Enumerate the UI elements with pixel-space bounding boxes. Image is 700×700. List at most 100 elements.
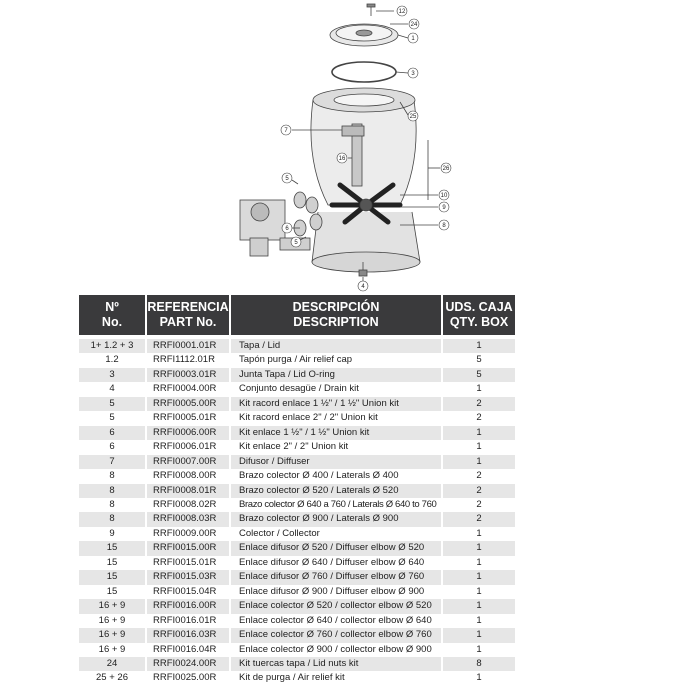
part-number-cell: 15 bbox=[79, 584, 145, 600]
header-part-no-es: REFERENCIA bbox=[147, 300, 229, 314]
description-cell: Tapón purga / Air relief cap bbox=[231, 353, 441, 368]
part-number-cell: 6 bbox=[79, 440, 145, 455]
part-number-cell: 7 bbox=[79, 454, 145, 470]
part-number-cell: 3 bbox=[79, 367, 145, 383]
quantity-cell: 2 bbox=[443, 497, 515, 513]
reference-cell: RRFI1112.01R bbox=[147, 353, 229, 368]
description-cell: Kit racord enlace 2" / 2" Union kit bbox=[231, 411, 441, 426]
quantity-cell: 1 bbox=[443, 526, 515, 542]
reference-cell: RRFI0005.00R bbox=[147, 396, 229, 412]
reference-cell: RRFI0003.01R bbox=[147, 367, 229, 383]
callout-label: 24 bbox=[411, 22, 418, 28]
description-cell: Brazo colector Ø 520 / Laterals Ø 520 bbox=[231, 483, 441, 498]
header-part-no: REFERENCIA PART No. bbox=[147, 295, 229, 335]
header-description-es: DESCRIPCIÓN bbox=[292, 300, 380, 314]
quantity-cell: 1 bbox=[443, 541, 515, 556]
part-number-cell: 16 + 9 bbox=[79, 613, 145, 629]
quantity-cell: 1 bbox=[443, 628, 515, 643]
description-cell: Enlace difusor Ø 900 / Diffuser elbow Ø … bbox=[231, 584, 441, 600]
part-number-cell: 1+ 1.2 + 3 bbox=[79, 339, 145, 354]
reference-cell: RRFI0016.04R bbox=[147, 642, 229, 657]
quantity-cell: 2 bbox=[443, 483, 515, 498]
callout-label: 6 bbox=[285, 226, 289, 232]
header-no-es: Nº bbox=[105, 300, 119, 314]
reference-cell: RRFI0008.03R bbox=[147, 512, 229, 527]
reference-cell: RRFI0008.00R bbox=[147, 469, 229, 484]
quantity-cell: 1 bbox=[443, 425, 515, 441]
quantity-cell: 2 bbox=[443, 512, 515, 527]
part-number-cell: 16 + 9 bbox=[79, 642, 145, 657]
quantity-cell: 2 bbox=[443, 411, 515, 426]
quantity-cell: 1 bbox=[443, 454, 515, 470]
header-qty-box: UDS. CAJA QTY. BOX bbox=[443, 295, 515, 335]
callout-label: 3 bbox=[411, 71, 415, 77]
part-number-cell: 15 bbox=[79, 555, 145, 571]
description-cell: Enlace difusor Ø 640 / Diffuser elbow Ø … bbox=[231, 555, 441, 571]
callout-label: 4 bbox=[361, 284, 365, 290]
reference-cell: RRFI0005.01R bbox=[147, 411, 229, 426]
reference-cell: RRFI0004.00R bbox=[147, 382, 229, 397]
description-cell: Enlace colector Ø 760 / collector elbow … bbox=[231, 628, 441, 643]
header-no: Nº No. bbox=[79, 295, 145, 335]
callout-label: 7 bbox=[284, 128, 288, 134]
callout-label: 25 bbox=[410, 114, 417, 120]
reference-cell: RRFI0025.00R bbox=[147, 671, 229, 686]
reference-cell: RRFI0006.00R bbox=[147, 425, 229, 441]
description-cell: Colector / Collector bbox=[231, 526, 441, 542]
header-qty-box-en: QTY. BOX bbox=[449, 315, 509, 329]
quantity-cell: 1 bbox=[443, 339, 515, 354]
description-cell: Junta Tapa / Lid O-ring bbox=[231, 367, 441, 383]
exploded-filter-diagram: 12 24 1 3 25 7 16 26 10 9 8 5 6 5 4 bbox=[239, 3, 452, 292]
description-cell: Enlace difusor Ø 520 / Diffuser elbow Ø … bbox=[231, 541, 441, 556]
reference-cell: RRFI0008.01R bbox=[147, 483, 229, 498]
part-number-cell: 15 bbox=[79, 541, 145, 556]
reference-cell: RRFI0015.00R bbox=[147, 541, 229, 556]
header-part-no-en: PART No. bbox=[159, 315, 217, 329]
part-number-cell: 15 bbox=[79, 570, 145, 585]
quantity-cell: 1 bbox=[443, 613, 515, 629]
quantity-cell: 2 bbox=[443, 396, 515, 412]
part-number-cell: 16 + 9 bbox=[79, 628, 145, 643]
quantity-cell: 2 bbox=[443, 469, 515, 484]
description-cell: Enlace colector Ø 900 / collector elbow … bbox=[231, 642, 441, 657]
header-description-en: DESCRIPTION bbox=[293, 315, 379, 329]
description-cell: Difusor / Diffuser bbox=[231, 454, 441, 470]
description-cell: Brazo colector Ø 640 a 760 / Laterals Ø … bbox=[231, 497, 441, 513]
callout-label: 26 bbox=[443, 166, 450, 172]
quantity-cell: 1 bbox=[443, 599, 515, 614]
description-cell: Kit tuercas tapa / Lid nuts kit bbox=[231, 656, 441, 672]
reference-cell: RRFI0008.02R bbox=[147, 497, 229, 513]
description-cell: Kit enlace 2" / 2" Union kit bbox=[231, 440, 441, 455]
table-header-row: Nº No. REFERENCIA PART No. DESCRIPCIÓN D… bbox=[79, 295, 515, 335]
callout-label: 9 bbox=[442, 205, 446, 211]
reference-cell: RRFI0001.01R bbox=[147, 339, 229, 354]
callout-label: 16 bbox=[339, 156, 346, 162]
parts-table: Nº No. REFERENCIA PART No. DESCRIPCIÓN D… bbox=[77, 295, 517, 686]
part-number-cell: 25 + 26 bbox=[79, 671, 145, 686]
part-number-cell: 8 bbox=[79, 483, 145, 498]
callout-label: 5 bbox=[285, 176, 289, 182]
header-description: DESCRIPCIÓN DESCRIPTION bbox=[231, 295, 441, 335]
reference-cell: RRFI0016.03R bbox=[147, 628, 229, 643]
reference-cell: RRFI0024.00R bbox=[147, 656, 229, 672]
quantity-cell: 1 bbox=[443, 584, 515, 600]
part-number-cell: 16 + 9 bbox=[79, 599, 145, 614]
quantity-cell: 5 bbox=[443, 353, 515, 368]
callout-label: 8 bbox=[442, 223, 446, 229]
